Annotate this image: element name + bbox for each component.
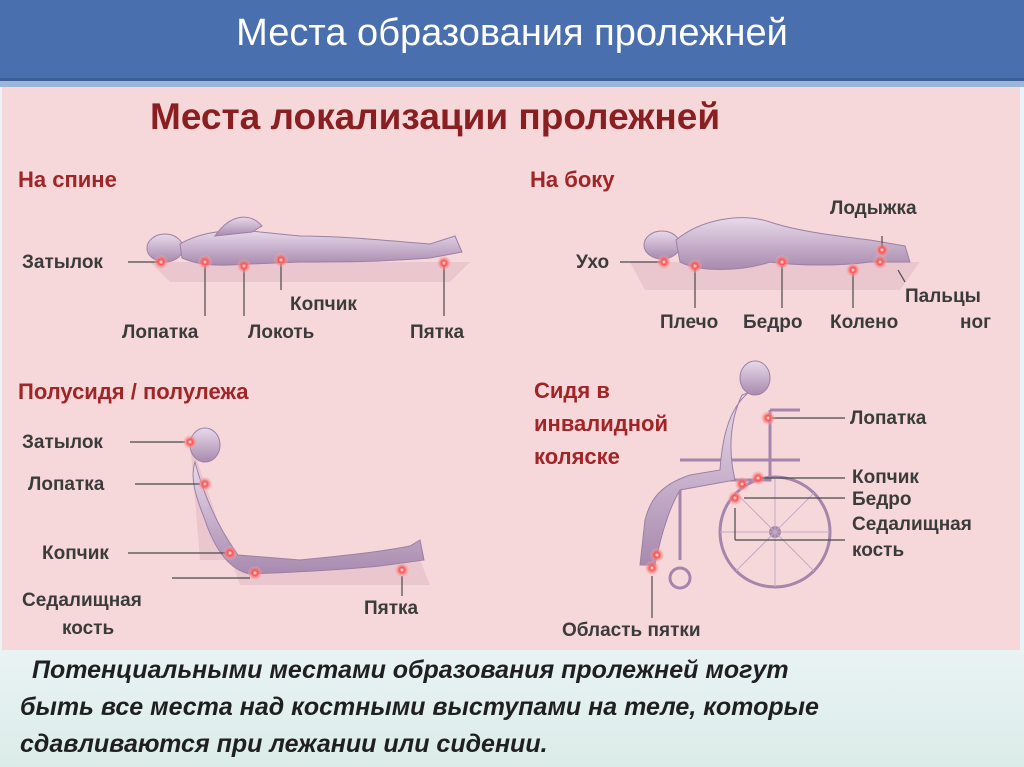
marker-back-scapula	[198, 255, 212, 269]
label-side-hip: Бедро	[743, 312, 803, 334]
section-back-title: На спине	[18, 167, 117, 193]
label-wc-ischium-line2: кость	[852, 540, 904, 562]
label-semi-occiput: Затылок	[22, 432, 103, 454]
label-side-ear: Ухо	[576, 252, 609, 274]
label-wc-ischium-line1: Седалищная	[852, 514, 972, 536]
label-wc-heel: Область пятки	[562, 620, 701, 642]
section-side-title: На боку	[530, 167, 615, 193]
marker-side-ear	[657, 255, 671, 269]
figure-wheelchair	[640, 361, 830, 588]
label-side-knee: Колено	[830, 312, 898, 334]
label-back-heel: Пятка	[410, 322, 464, 344]
label-semi-heel: Пятка	[364, 598, 418, 620]
marker-semi-coccyx	[223, 546, 237, 560]
section-wc-title-line2: инвалидной	[534, 411, 668, 437]
label-back-scapula: Лопатка	[122, 322, 198, 344]
label-side-toes-line1: Пальцы	[905, 286, 981, 308]
label-semi-scapula: Лопатка	[28, 474, 104, 496]
marker-wc-scapula	[761, 411, 775, 425]
label-side-ankle: Лодыжка	[830, 198, 917, 220]
marker-side-toes	[873, 255, 887, 269]
marker-semi-occiput	[183, 435, 197, 449]
marker-wc-hip	[735, 477, 749, 491]
label-semi-ischium-line2: кость	[62, 618, 114, 640]
figure-supine	[147, 217, 462, 265]
marker-semi-heel	[395, 563, 409, 577]
caption-text: Потенциальными местами образования проле…	[20, 652, 1010, 763]
caption-line-3: сдавливаются при лежании или сидении.	[20, 726, 1010, 763]
marker-wc-heel-2	[645, 561, 659, 575]
back-mattress	[150, 262, 470, 282]
label-wc-hip: Бедро	[852, 489, 912, 511]
marker-semi-scapula	[198, 477, 212, 491]
label-back-elbow: Локоть	[248, 322, 314, 344]
marker-side-hip	[775, 255, 789, 269]
label-semi-ischium-line1: Седалищная	[22, 590, 142, 612]
marker-side-knee	[846, 263, 860, 277]
diagram-title: Места локализации пролежней	[150, 96, 910, 138]
marker-wc-ischium	[728, 491, 742, 505]
label-back-occiput: Затылок	[22, 252, 103, 274]
label-back-coccyx: Копчик	[290, 294, 357, 316]
caption-line-1: Потенциальными местами образования проле…	[20, 652, 1010, 689]
label-side-shoulder: Плечо	[660, 312, 718, 334]
section-semi-title: Полусидя / полулежа	[18, 379, 249, 405]
marker-back-elbow	[237, 259, 251, 273]
marker-side-ankle	[875, 243, 889, 257]
marker-side-shoulder	[688, 259, 702, 273]
section-wc-title-line3: коляске	[534, 444, 620, 470]
label-semi-coccyx: Копчик	[42, 543, 109, 565]
marker-semi-ischium	[248, 566, 262, 580]
marker-wc-heel-1	[650, 548, 664, 562]
label-side-toes-line2: ног	[960, 312, 991, 334]
caption-line-2: быть все места над костными выступами на…	[20, 689, 1010, 726]
label-wc-coccyx: Копчик	[852, 467, 919, 489]
marker-back-heel	[437, 256, 451, 270]
marker-back-coccyx	[274, 253, 288, 267]
label-wc-scapula: Лопатка	[850, 408, 926, 430]
marker-back-occiput	[154, 255, 168, 269]
marker-wc-coccyx	[751, 471, 765, 485]
section-wc-title-line1: Сидя в	[534, 378, 610, 404]
